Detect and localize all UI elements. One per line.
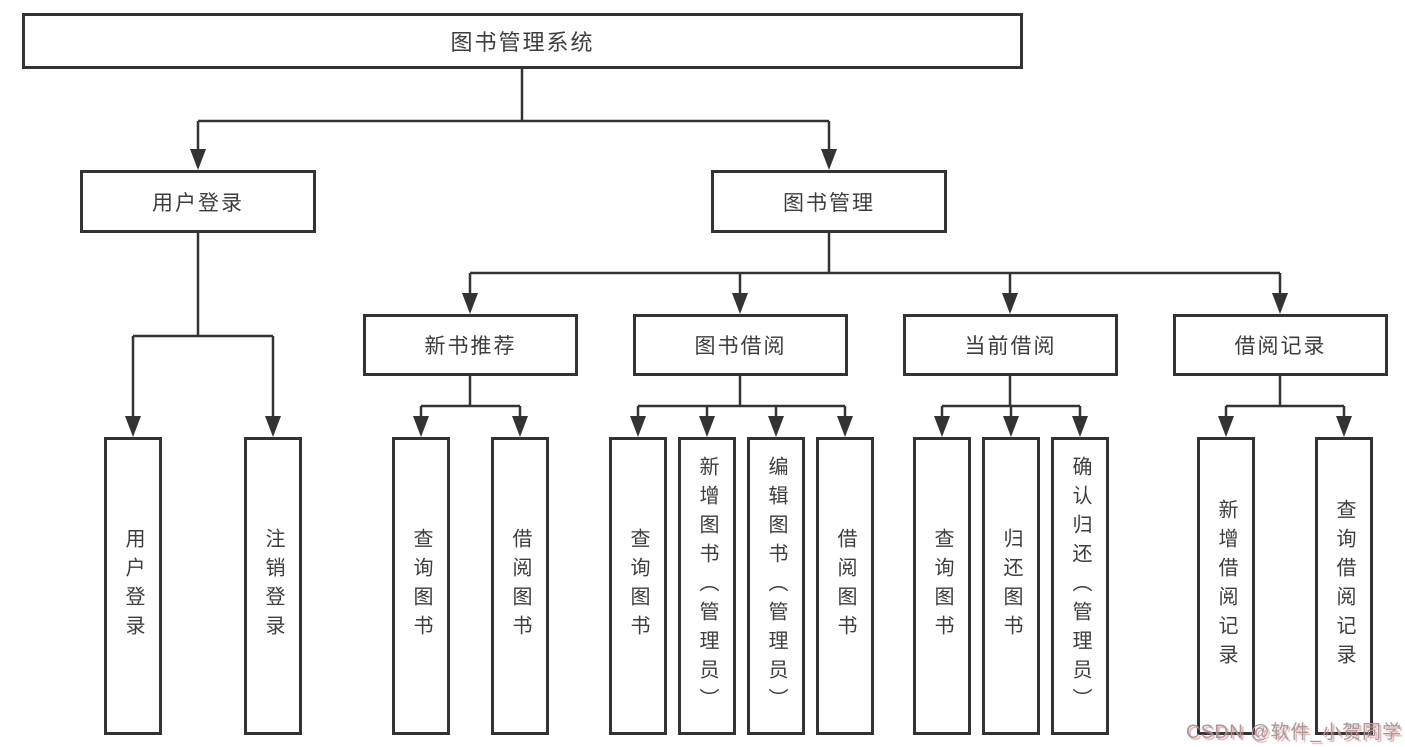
node-label: 查询图书 — [627, 528, 649, 644]
node-borrow-records: 借阅记录 — [1173, 314, 1388, 376]
leaf-return-books: 归还图书 — [982, 437, 1040, 735]
node-label: 新增图书（管理员） — [696, 455, 718, 717]
node-label: 编辑图书（管理员） — [765, 455, 787, 717]
leaf-add-books-admin: 新增图书（管理员） — [678, 437, 736, 735]
arrow-down-icon — [821, 149, 837, 170]
arrow-down-icon — [462, 293, 478, 314]
leaf-add-borrow-record: 新增借阅记录 — [1197, 437, 1255, 735]
leaf-borrow-books: 借阅图书 — [816, 437, 874, 735]
leaf-user-login: 用户登录 — [104, 437, 162, 735]
connector-book-borrow — [636, 376, 847, 420]
arrow-down-icon — [512, 416, 528, 437]
connector-user-login — [131, 233, 275, 420]
arrow-down-icon — [837, 416, 853, 437]
node-label: 新增借阅记录 — [1215, 499, 1237, 673]
arrowheads — [125, 149, 1352, 437]
node-label: 借阅图书 — [509, 528, 531, 644]
node-label: 借阅记录 — [1234, 335, 1327, 358]
node-label: 查询图书 — [410, 528, 432, 644]
node-label: 新书推荐 — [424, 335, 517, 358]
arrow-down-icon — [1072, 416, 1088, 437]
arrow-down-icon — [125, 416, 141, 437]
arrow-down-icon — [1003, 416, 1019, 437]
node-label: 归还图书 — [1000, 528, 1022, 644]
connector-book-mgmt — [468, 233, 1282, 296]
node-label: 查询借阅记录 — [1333, 499, 1355, 673]
arrow-down-icon — [1272, 293, 1288, 314]
connector-current-borrow — [940, 376, 1082, 420]
arrow-down-icon — [699, 416, 715, 437]
arrow-down-icon — [190, 149, 206, 170]
connector-new-book — [419, 376, 522, 420]
node-user-login: 用户登录 — [80, 170, 316, 233]
node-label: 图书借阅 — [694, 335, 787, 358]
arrow-down-icon — [1002, 293, 1018, 314]
csdn-watermark: CSDN @软件_小贺同学 — [1186, 722, 1402, 743]
node-label: 当前借阅 — [964, 335, 1057, 358]
node-label: 注销登录 — [262, 528, 284, 644]
node-label: 图书管理 — [783, 191, 875, 215]
leaf-query-borrow-record: 查询借阅记录 — [1315, 437, 1373, 735]
leaf-borrow-books-recommend: 借阅图书 — [491, 437, 549, 735]
arrow-down-icon — [630, 416, 646, 437]
arrow-down-icon — [413, 416, 429, 437]
node-library-system: 图书管理系统 — [22, 13, 1023, 69]
leaf-confirm-return-admin: 确认归还（管理员） — [1051, 437, 1109, 735]
leaf-query-books-current: 查询图书 — [913, 437, 971, 735]
arrow-down-icon — [732, 293, 748, 314]
node-current-borrowing: 当前借阅 — [903, 314, 1118, 376]
connector-borrow-records — [1224, 376, 1346, 420]
arrow-down-icon — [934, 416, 950, 437]
node-label: 借阅图书 — [834, 528, 856, 644]
node-label: 用户登录 — [122, 528, 144, 644]
arrow-down-icon — [768, 416, 784, 437]
leaf-logout: 注销登录 — [244, 437, 302, 735]
node-label: 确认归还（管理员） — [1069, 455, 1091, 717]
arrow-down-icon — [1218, 416, 1234, 437]
node-label: 图书管理系统 — [450, 30, 595, 55]
arrow-down-icon — [1336, 416, 1352, 437]
node-label: 查询图书 — [931, 528, 953, 644]
arrow-down-icon — [265, 416, 281, 437]
connector-root — [196, 69, 831, 152]
node-label: 用户登录 — [152, 191, 244, 215]
leaf-edit-books-admin: 编辑图书（管理员） — [747, 437, 805, 735]
leaf-query-books-borrow: 查询图书 — [609, 437, 667, 735]
node-new-book-recommend: 新书推荐 — [363, 314, 578, 376]
leaf-query-books-recommend: 查询图书 — [392, 437, 450, 735]
node-book-borrowing: 图书借阅 — [633, 314, 848, 376]
node-book-management: 图书管理 — [711, 170, 947, 233]
